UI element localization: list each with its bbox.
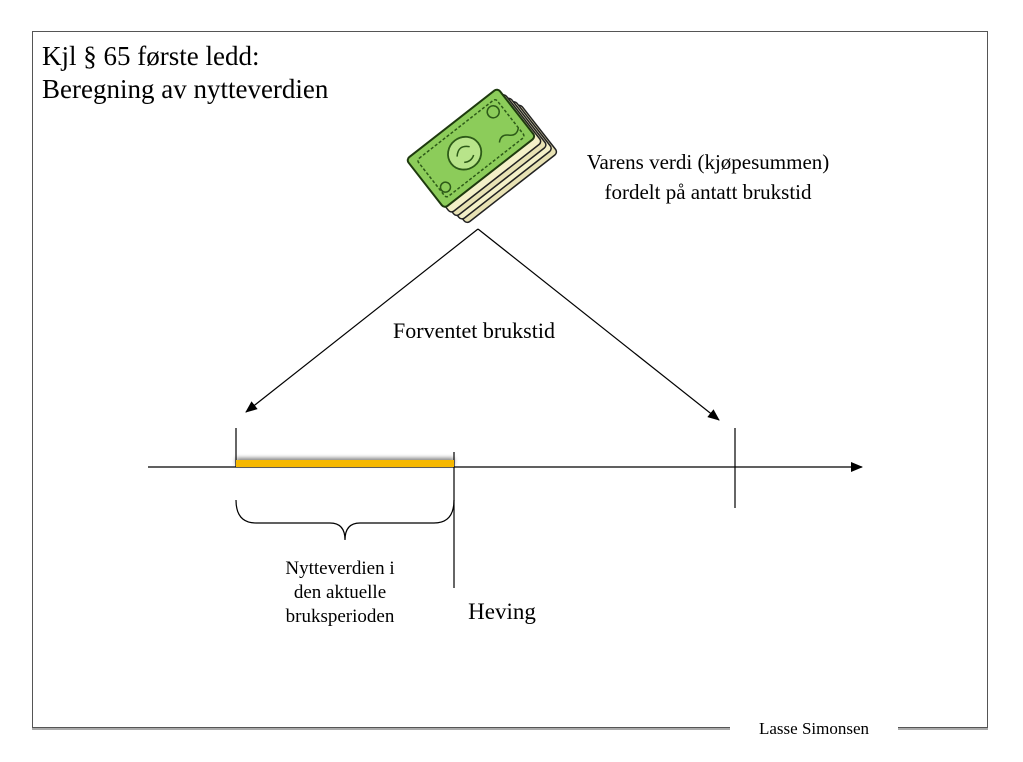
slide-frame	[32, 31, 988, 728]
footer-author: Lasse Simonsen	[730, 718, 898, 740]
lifetime-label: Forventet brukstid	[393, 318, 555, 343]
rescission-label: Heving	[468, 599, 536, 624]
use-value-line-1: Nytteverdien i	[285, 558, 395, 579]
lifetime-arrow-left	[245, 228, 479, 413]
use-period-brace	[235, 499, 455, 541]
value-label-line-2: fordelt på antatt brukstid	[604, 180, 812, 204]
use-period-bar	[236, 460, 454, 467]
use-value-label: Nytteverdien i den aktuelle bruksperiode…	[240, 557, 440, 629]
use-value-line-3: bruksperioden	[285, 606, 395, 627]
value-label-line-1: Varens verdi (kjøpesummen)	[586, 150, 830, 174]
slide-title: Kjl § 65 første ledd: Beregning av nytte…	[42, 40, 328, 106]
lifetime-arrow-right	[477, 228, 720, 421]
money-stack-icon	[406, 88, 558, 224]
use-value-line-2: den aktuelle	[293, 582, 387, 603]
title-line-2: Beregning av nytteverdien	[42, 74, 329, 104]
value-label: Varens verdi (kjøpesummen) fordelt på an…	[548, 147, 868, 207]
title-line-1: Kjl § 65 første ledd:	[42, 41, 260, 71]
